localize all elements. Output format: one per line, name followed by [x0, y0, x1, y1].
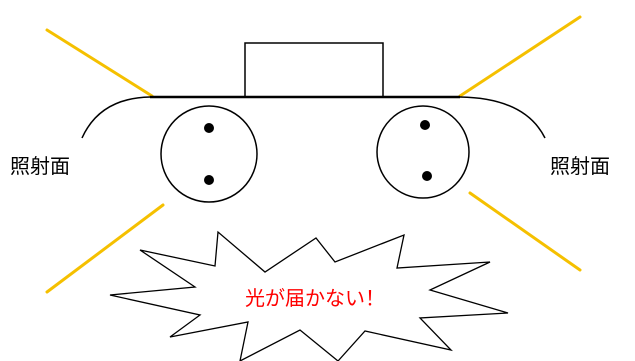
device — [81, 42, 546, 203]
light-ray-bottom-right — [468, 191, 582, 272]
right-wheel — [376, 105, 470, 199]
light-ray-top-right — [458, 15, 582, 98]
top-box — [244, 42, 384, 98]
light-rays — [45, 15, 582, 294]
light-ray-bottom-left — [45, 203, 165, 294]
right-wheel-dot-top — [420, 120, 430, 130]
explosion-burst — [109, 230, 509, 361]
burst-message: 光が届かない！ — [245, 286, 385, 310]
wheel-dots — [204, 120, 432, 185]
left-surface-label: 照射面 — [10, 154, 70, 178]
left-surface-arc — [81, 96, 151, 139]
light-ray-top-left — [45, 28, 154, 98]
right-surface-arc — [459, 96, 546, 139]
left-wheel — [160, 105, 258, 203]
left-wheel-dot-top — [204, 123, 214, 133]
right-surface-label: 照射面 — [550, 154, 610, 178]
left-wheel-dot-bottom — [204, 175, 214, 185]
right-wheel-dot-bottom — [422, 171, 432, 181]
